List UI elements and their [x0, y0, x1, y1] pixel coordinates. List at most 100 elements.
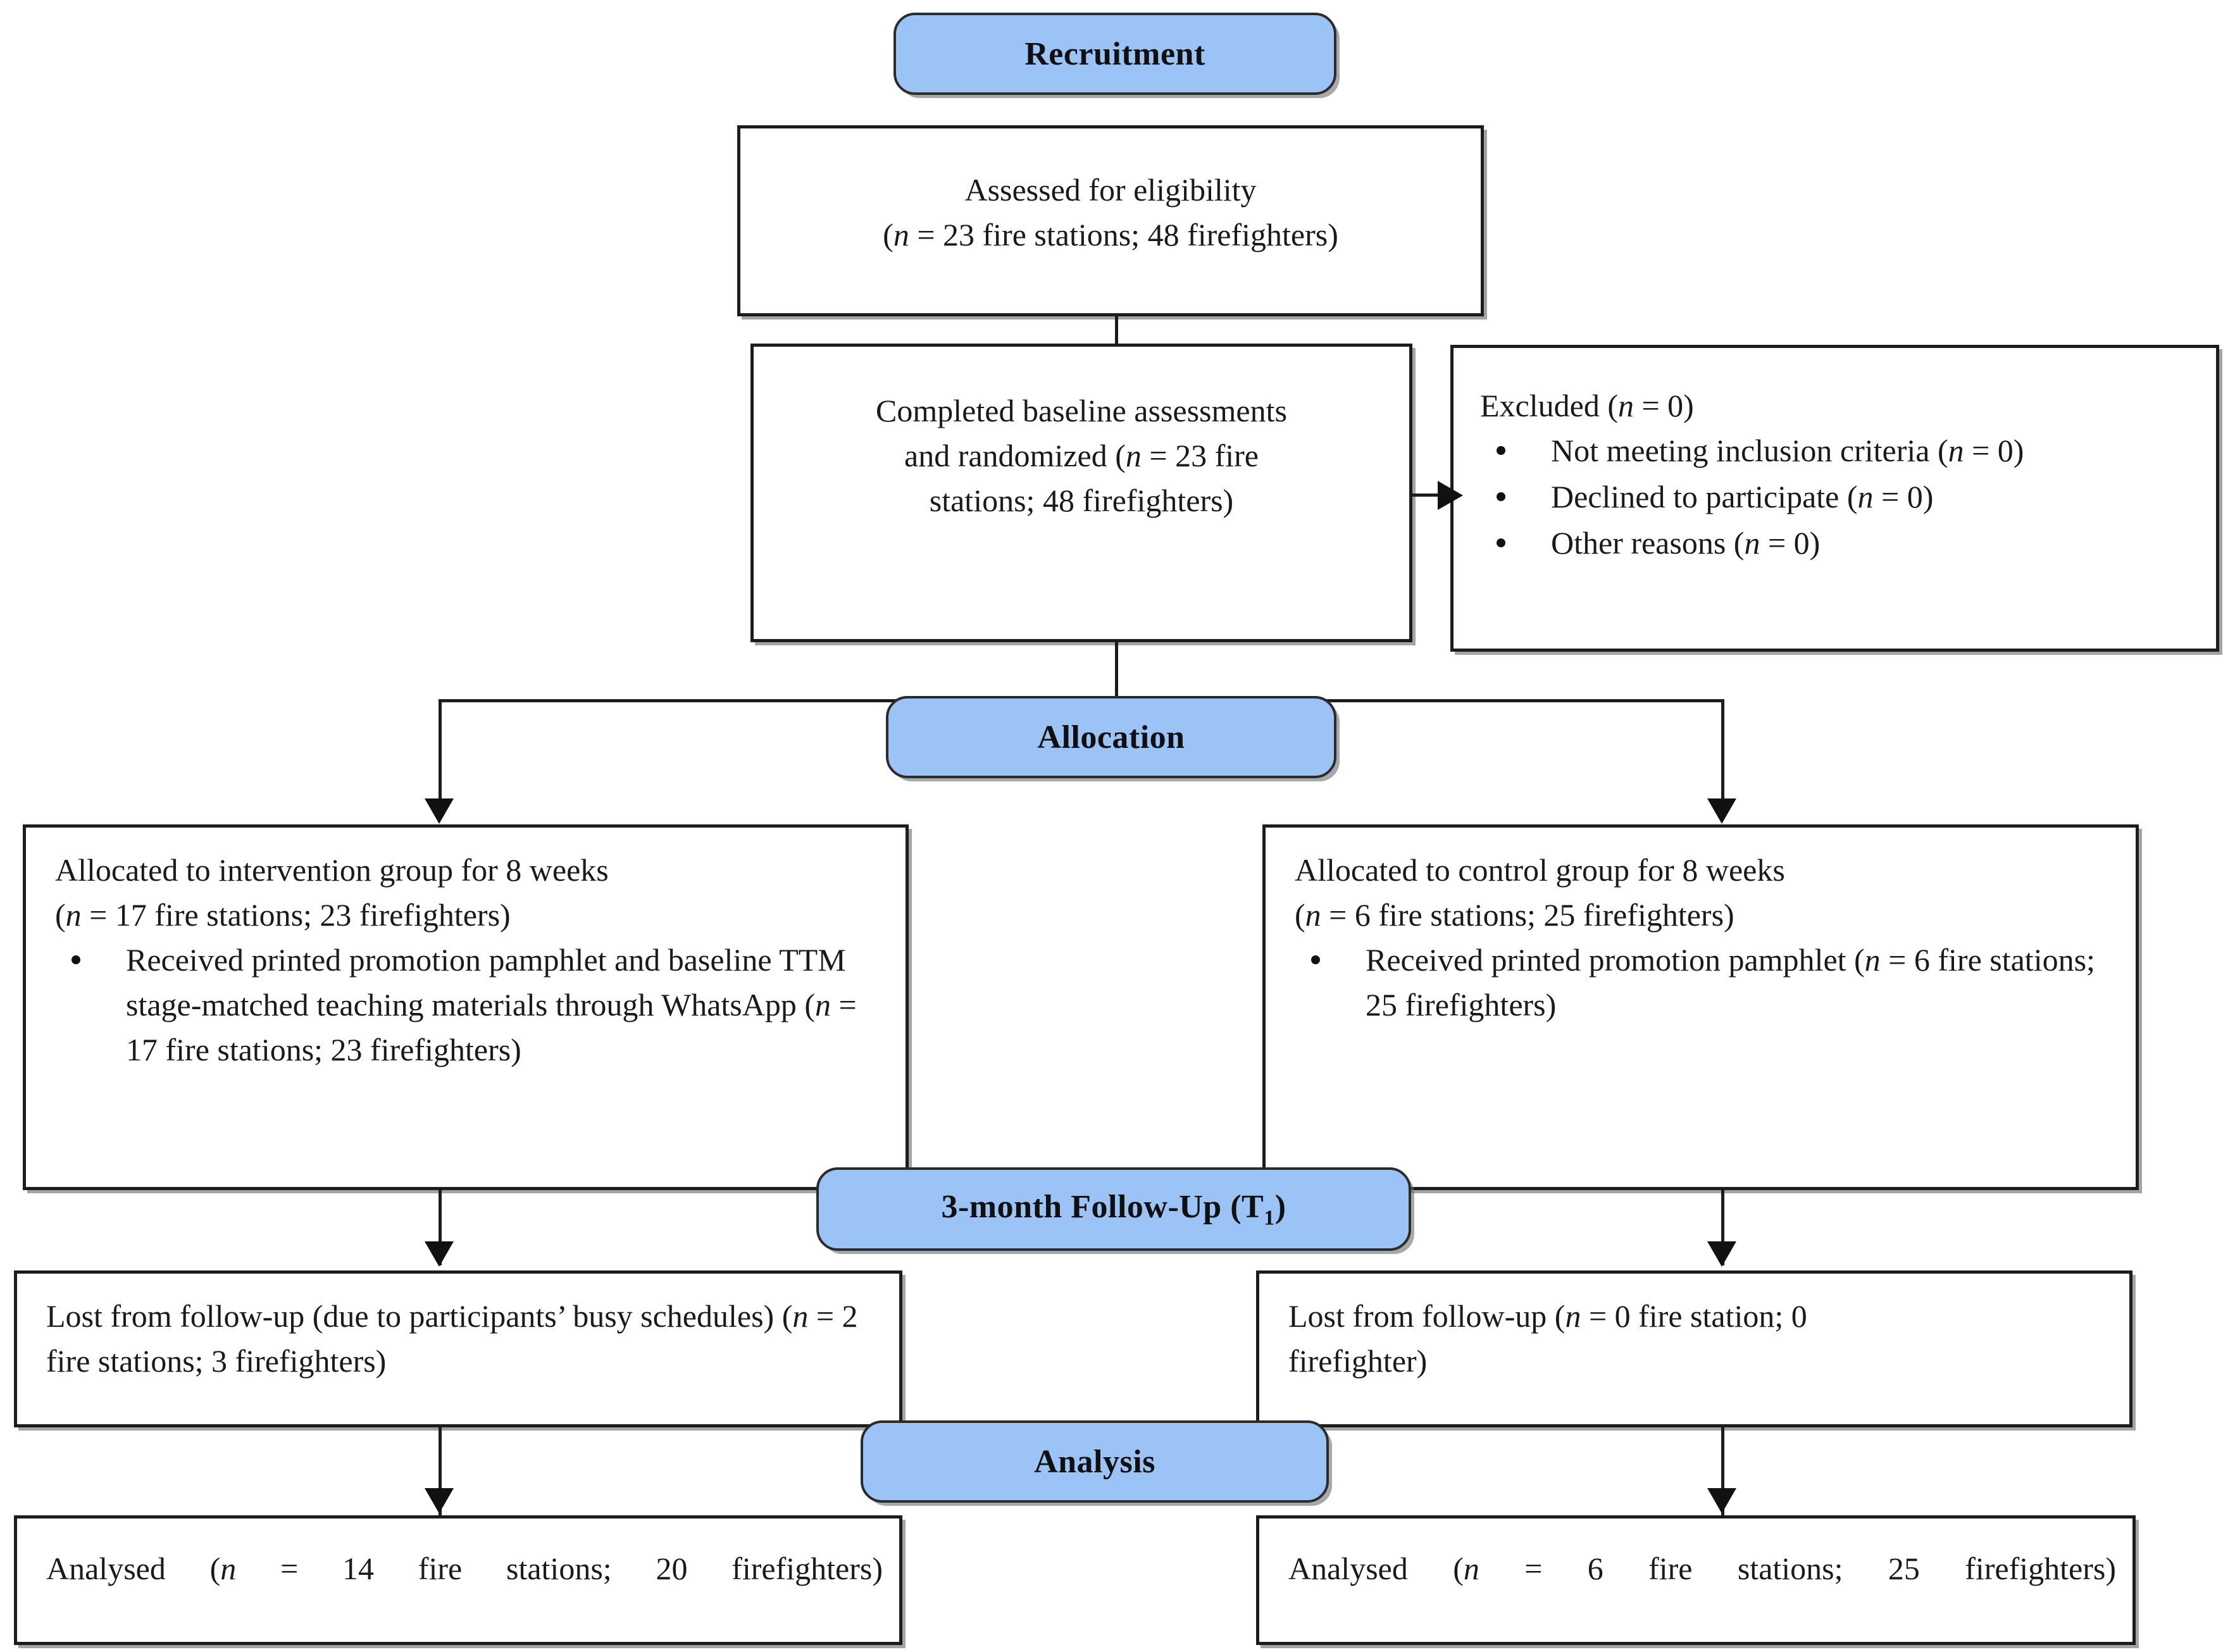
n-symbol: n [1305, 897, 1321, 933]
excluded-item-2-post: = 0) [1760, 525, 1821, 561]
n-symbol: n [1125, 438, 1142, 473]
intervention-text: Allocated to intervention group for 8 we… [55, 848, 888, 1074]
analysed-control-text: Analysed (n = 6 fire stations; 25 firefi… [1288, 1546, 2116, 1591]
list-item: Not meeting inclusion criteria (n = 0) [1480, 428, 2201, 473]
randomized-line-1: Completed baseline assessments [876, 393, 1287, 428]
excluded-item-0-post: = 0) [1964, 433, 2024, 468]
n-symbol: n [65, 897, 82, 933]
n-symbol: n [893, 217, 909, 252]
n-symbol: n [1565, 1298, 1581, 1334]
box-completed-baseline-randomized: Completed baseline assessments and rando… [750, 344, 1412, 642]
n-symbol: n [1948, 433, 1964, 468]
box-excluded: Excluded (n = 0) Not meeting inclusion c… [1450, 345, 2219, 652]
lost-control-pre: Lost from follow-up ( [1288, 1298, 1566, 1334]
excluded-text: Excluded (n = 0) Not meeting inclusion c… [1480, 383, 2201, 567]
banner-followup: 3-month Follow-Up (T1) [816, 1167, 1411, 1251]
control-line-2: (n = 6 fire stations; 25 firefighters) [1295, 893, 2118, 938]
intervention-line-2: (n = 17 fire stations; 23 firefighters) [55, 893, 888, 938]
excluded-heading: Excluded (n = 0) [1480, 383, 2201, 428]
box-assessed-for-eligibility: Assessed for eligibility (n = 23 fire st… [737, 125, 1484, 316]
banner-followup-subscript: 1 [1264, 1206, 1275, 1230]
n-symbol: n [792, 1298, 809, 1334]
analysed-intervention-post: = 14 fire stations; 20 firefighters) [236, 1551, 883, 1586]
eligibility-line2-post: = 23 fire stations; 48 firefighters) [909, 217, 1338, 252]
arrow-to-lost-intervention-icon [425, 1241, 454, 1267]
banner-followup-tail: ) [1274, 1188, 1286, 1225]
randomized-line-3: stations; 48 firefighters) [929, 483, 1234, 518]
arrow-to-excluded-icon [1438, 481, 1463, 510]
intervention-line-1: Allocated to intervention group for 8 we… [55, 852, 609, 888]
eligibility-text: Assessed for eligibility (n = 23 fire st… [740, 168, 1481, 258]
banner-followup-main: 3-month Follow-Up (T [941, 1188, 1264, 1225]
intervention-bullet-pre: Received printed promotion pamphlet and … [126, 942, 846, 1022]
excluded-heading-pre: Excluded ( [1480, 388, 1618, 423]
banner-allocation: Allocation [886, 696, 1336, 778]
analysed-control-post: = 6 fire stations; 25 firefighters) [1479, 1551, 2117, 1586]
box-lost-followup-control: Lost from follow-up (n = 0 fire station;… [1256, 1270, 2132, 1427]
randomized-line2-pre: and randomized ( [904, 438, 1126, 473]
intervention-bullet-post: = 17 fire stations; 23 firefighters) [126, 987, 857, 1067]
connector-intervention-to-lost [439, 1189, 442, 1265]
excluded-item-1-pre: Declined to participate ( [1551, 479, 1858, 514]
analysed-control-pre: Analysed ( [1288, 1551, 1464, 1586]
lost-intervention-post: = 2 fire stations; 3 firefighters) [46, 1298, 858, 1379]
connector-randomized-to-excluded [1412, 494, 1450, 497]
list-item: Received printed promotion pamphlet (n =… [1295, 938, 2118, 1028]
n-symbol: n [220, 1551, 237, 1586]
intervention-line2-post: = 17 fire stations; 23 firefighters) [81, 897, 511, 933]
lost-control-text: Lost from follow-up (n = 0 fire station;… [1288, 1294, 1939, 1384]
control-bullet-pre: Received printed promotion pamphlet ( [1366, 942, 1865, 978]
control-line2-post: = 6 fire stations; 25 firefighters) [1321, 897, 1734, 933]
eligibility-line-2: (n = 23 fire stations; 48 firefighters) [740, 213, 1481, 258]
connector-to-intervention-box [439, 699, 442, 816]
banner-allocation-label: Allocation [1037, 719, 1185, 755]
intervention-line2-pre: ( [55, 897, 66, 933]
box-analysed-control: Analysed (n = 6 fire stations; 25 firefi… [1256, 1515, 2136, 1645]
n-symbol: n [1617, 388, 1634, 423]
excluded-reason-list: Not meeting inclusion criteria (n = 0) D… [1480, 428, 2201, 566]
control-line-1: Allocated to control group for 8 weeks [1295, 852, 1785, 888]
excluded-item-0-pre: Not meeting inclusion criteria ( [1551, 433, 1948, 468]
analysed-intervention-pre: Analysed ( [46, 1551, 221, 1586]
banner-followup-label: 3-month Follow-Up (T1) [941, 1188, 1286, 1230]
arrow-to-lost-control-icon [1707, 1241, 1736, 1267]
banner-analysis: Analysis [861, 1420, 1329, 1503]
arrow-to-analysed-intervention-icon [425, 1488, 454, 1513]
control-bullet-post: = 6 fire stations; 25 firefighters) [1366, 942, 2095, 1022]
connector-lost-to-analysed-left [439, 1427, 442, 1515]
n-symbol: n [1864, 942, 1881, 978]
box-allocated-intervention: Allocated to intervention group for 8 we… [23, 824, 909, 1190]
excluded-item-2-pre: Other reasons ( [1551, 525, 1745, 561]
n-symbol: n [1857, 479, 1874, 514]
excluded-item-1-post: = 0) [1873, 479, 1934, 514]
excluded-heading-post: = 0) [1633, 388, 1694, 423]
banner-recruitment: Recruitment [893, 13, 1336, 95]
list-item: Other reasons (n = 0) [1480, 521, 2201, 566]
box-lost-followup-intervention: Lost from follow-up (due to participants… [14, 1270, 902, 1427]
eligibility-line-1: Assessed for eligibility [964, 172, 1257, 208]
randomized-line-2: and randomized (n = 23 fire [754, 433, 1409, 478]
randomized-text: Completed baseline assessments and rando… [754, 388, 1409, 523]
box-allocated-control: Allocated to control group for 8 weeks (… [1262, 824, 2139, 1190]
control-bullet-list: Received printed promotion pamphlet (n =… [1295, 938, 2118, 1028]
box-analysed-intervention: Analysed (n = 14 fire stations; 20 firef… [14, 1515, 902, 1645]
arrow-to-control-icon [1707, 798, 1736, 824]
connector-control-to-lost [1721, 1189, 1724, 1265]
intervention-bullet-list: Received printed promotion pamphlet and … [55, 938, 888, 1072]
lost-intervention-text: Lost from follow-up (due to participants… [46, 1294, 883, 1384]
n-symbol: n [1463, 1551, 1479, 1586]
connector-lost-to-analysed-right [1721, 1427, 1724, 1515]
banner-recruitment-label: Recruitment [1024, 35, 1205, 72]
list-item: Received printed promotion pamphlet and … [55, 938, 888, 1072]
connector-eligibility-to-randomized [1115, 316, 1118, 345]
list-item: Declined to participate (n = 0) [1480, 475, 2201, 519]
n-symbol: n [1744, 525, 1760, 561]
lost-control-post: = 0 fire station; 0 firefighter) [1288, 1298, 1807, 1379]
banner-analysis-label: Analysis [1034, 1443, 1155, 1480]
randomized-line2-post: = 23 fire [1141, 438, 1259, 473]
eligibility-line2-pre: ( [883, 217, 893, 252]
arrow-to-analysed-control-icon [1707, 1488, 1736, 1513]
lost-intervention-pre: Lost from follow-up (due to participants… [46, 1298, 793, 1334]
arrow-to-intervention-icon [425, 798, 454, 824]
